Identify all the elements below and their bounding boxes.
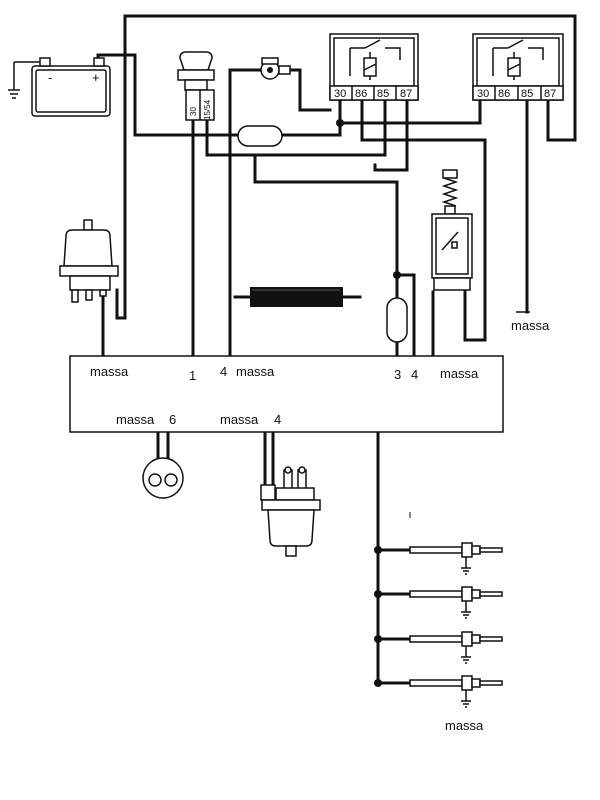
relay-left: 30 86 85 87 [329,33,419,101]
ignition-switch: 30 15/54 [177,51,215,121]
right-ground-label: massa [511,318,550,333]
glow-plugs-ground-label: massa [445,718,484,733]
ecu-label-massa-left: massa [90,364,129,379]
ecu-label-pin-3: 3 [394,367,401,382]
glow-plug-4 [409,675,503,708]
relay-left-pin-30: 30 [334,88,346,100]
glow-plugs: massa [409,542,503,733]
relay-left-pin-87: 87 [400,88,412,100]
relay-left-pin-86: 86 [355,88,367,100]
ecu-label-pin-6: 6 [169,412,176,427]
ecu-label-pin-4: 4 [274,412,281,427]
ecu-label-massa-mid: massa [236,364,275,379]
battery-plus-label: + [92,70,100,85]
glow-plug-1 [409,542,503,575]
relay-right-pin-85: 85 [521,88,533,100]
ecu-label-pin-4b: 4 [411,367,418,382]
thermo-switch [260,57,291,80]
glow-plug-2 [409,586,503,619]
injection-actuator [260,466,321,557]
right-ground: massa [511,311,550,333]
ignition-terminal-15-54: 15/54 [203,99,212,120]
relay-right-pin-87: 87 [544,88,556,100]
junction-dots [336,119,401,687]
ecu-label-massa-right: massa [440,366,479,381]
relay-right-pin-30: 30 [477,88,489,100]
glow-plug-3 [409,631,503,664]
ignition-terminal-30: 30 [189,107,198,116]
fuel-pump [59,219,119,303]
ecu-label-massa-a: massa [116,412,155,427]
cold-start-solenoid [431,169,473,291]
ecu-label-massa-b: massa [220,412,259,427]
wiring-harness [96,14,577,685]
relay-right: 30 86 85 87 [472,33,564,101]
temperature-sensor [386,297,408,343]
ecu-label-pin-1: 1 [189,368,196,383]
preheat-resistor [250,287,343,307]
relay-right-pin-86: 86 [498,88,510,100]
relay-left-pin-85: 85 [377,88,389,100]
warning-lamp [142,457,184,499]
inline-fuse [237,125,283,147]
battery: - + [8,57,111,117]
ecu-label-pin-4a: 4 [220,364,227,379]
control-unit: massa 1 4 massa 3 4 massa massa 6 massa … [69,355,504,433]
battery-minus-label: - [48,70,52,85]
